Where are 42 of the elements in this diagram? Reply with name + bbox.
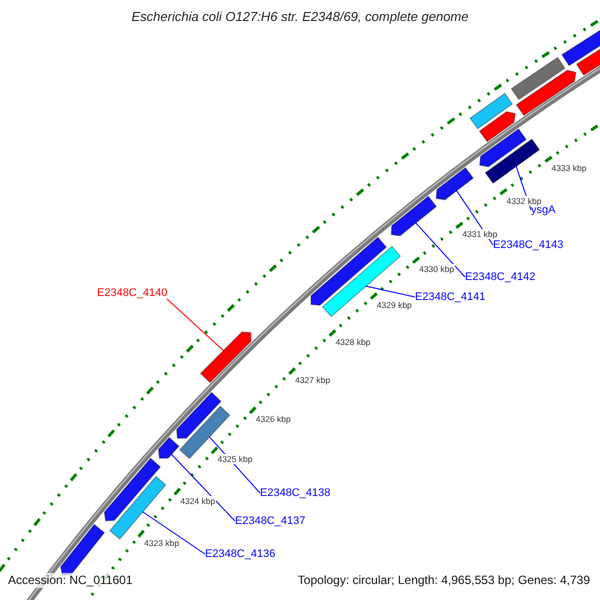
- gene-label: E2348C_4141: [415, 291, 486, 304]
- gene-block: [200, 331, 252, 384]
- position-label: 4331 kbp: [461, 229, 498, 240]
- accession-text: Accession: NC_011601: [8, 573, 133, 588]
- leader-line: [415, 222, 466, 278]
- gene-label: E2348C_4142: [465, 271, 536, 284]
- gene-label: E2348C_4136: [205, 548, 276, 561]
- gene-block: [104, 458, 161, 522]
- position-label: 4323 kbp: [143, 538, 180, 548]
- gene-block: [484, 138, 540, 184]
- gene-label: E2348C_4143: [493, 239, 564, 252]
- gene-block: [60, 524, 105, 576]
- gene-block: [469, 92, 513, 130]
- gene-block: [478, 111, 516, 142]
- position-label: 4327 kbp: [294, 375, 332, 386]
- position-label: 4328 kbp: [334, 337, 372, 348]
- position-label: 4326 kbp: [254, 414, 292, 424]
- leader-line: [171, 454, 236, 522]
- gene-block: [479, 128, 527, 168]
- genome-summary: Topology: circular; Length: 4,965,553 bp; Genes: 4,739: [298, 573, 590, 588]
- leader-line: [166, 298, 224, 351]
- gene-block: [436, 167, 474, 200]
- position-label: 4329 kbp: [376, 300, 413, 310]
- gene-block: [390, 196, 437, 236]
- position-label: 4332 kbp: [505, 196, 542, 206]
- gene-block: [176, 392, 222, 439]
- gene-block: [158, 436, 180, 459]
- gene-block: [516, 70, 576, 116]
- leader-line: [142, 511, 206, 554]
- position-label: 4333 kbp: [550, 163, 588, 174]
- gene-label: E2348C_4140: [97, 287, 168, 300]
- position-label: 4330 kbp: [418, 264, 456, 274]
- map-title: Escherichia coli O127:H6 str. E2348/69, complete genome: [130, 9, 470, 24]
- gene-label: E2348C_4137: [235, 515, 306, 528]
- gene-block: [109, 476, 166, 540]
- position-label: 4325 kbp: [216, 454, 254, 464]
- gene-label: ysgA: [531, 204, 556, 217]
- gene-label: E2348C_4138: [260, 487, 330, 500]
- gene-block: [561, 29, 600, 66]
- position-label: 4324 kbp: [179, 496, 216, 506]
- leader-line: [364, 286, 416, 298]
- gene-block: [510, 56, 566, 100]
